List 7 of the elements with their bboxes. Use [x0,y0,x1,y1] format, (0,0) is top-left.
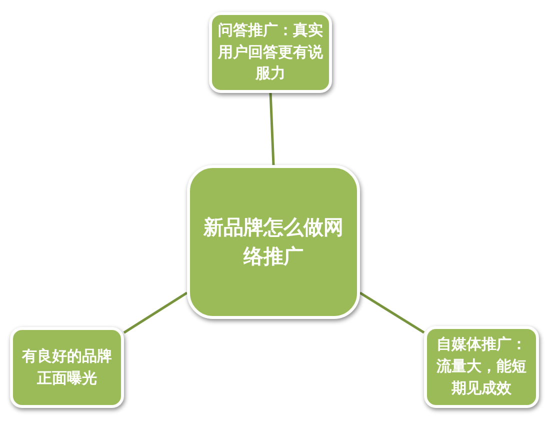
subtopic-box: 有良好的品牌正面曝光 [10,327,124,408]
connector-line [123,292,188,334]
central-topic-box: 新品牌怎么做网络推广 [187,165,360,319]
connector-line [269,92,275,166]
subtopic-box: 自媒体推广：流量大，能短期见成效 [424,326,539,408]
connector-line [359,292,425,334]
subtopic-box: 问答推广：真实用户回答更有说服力 [209,12,332,93]
